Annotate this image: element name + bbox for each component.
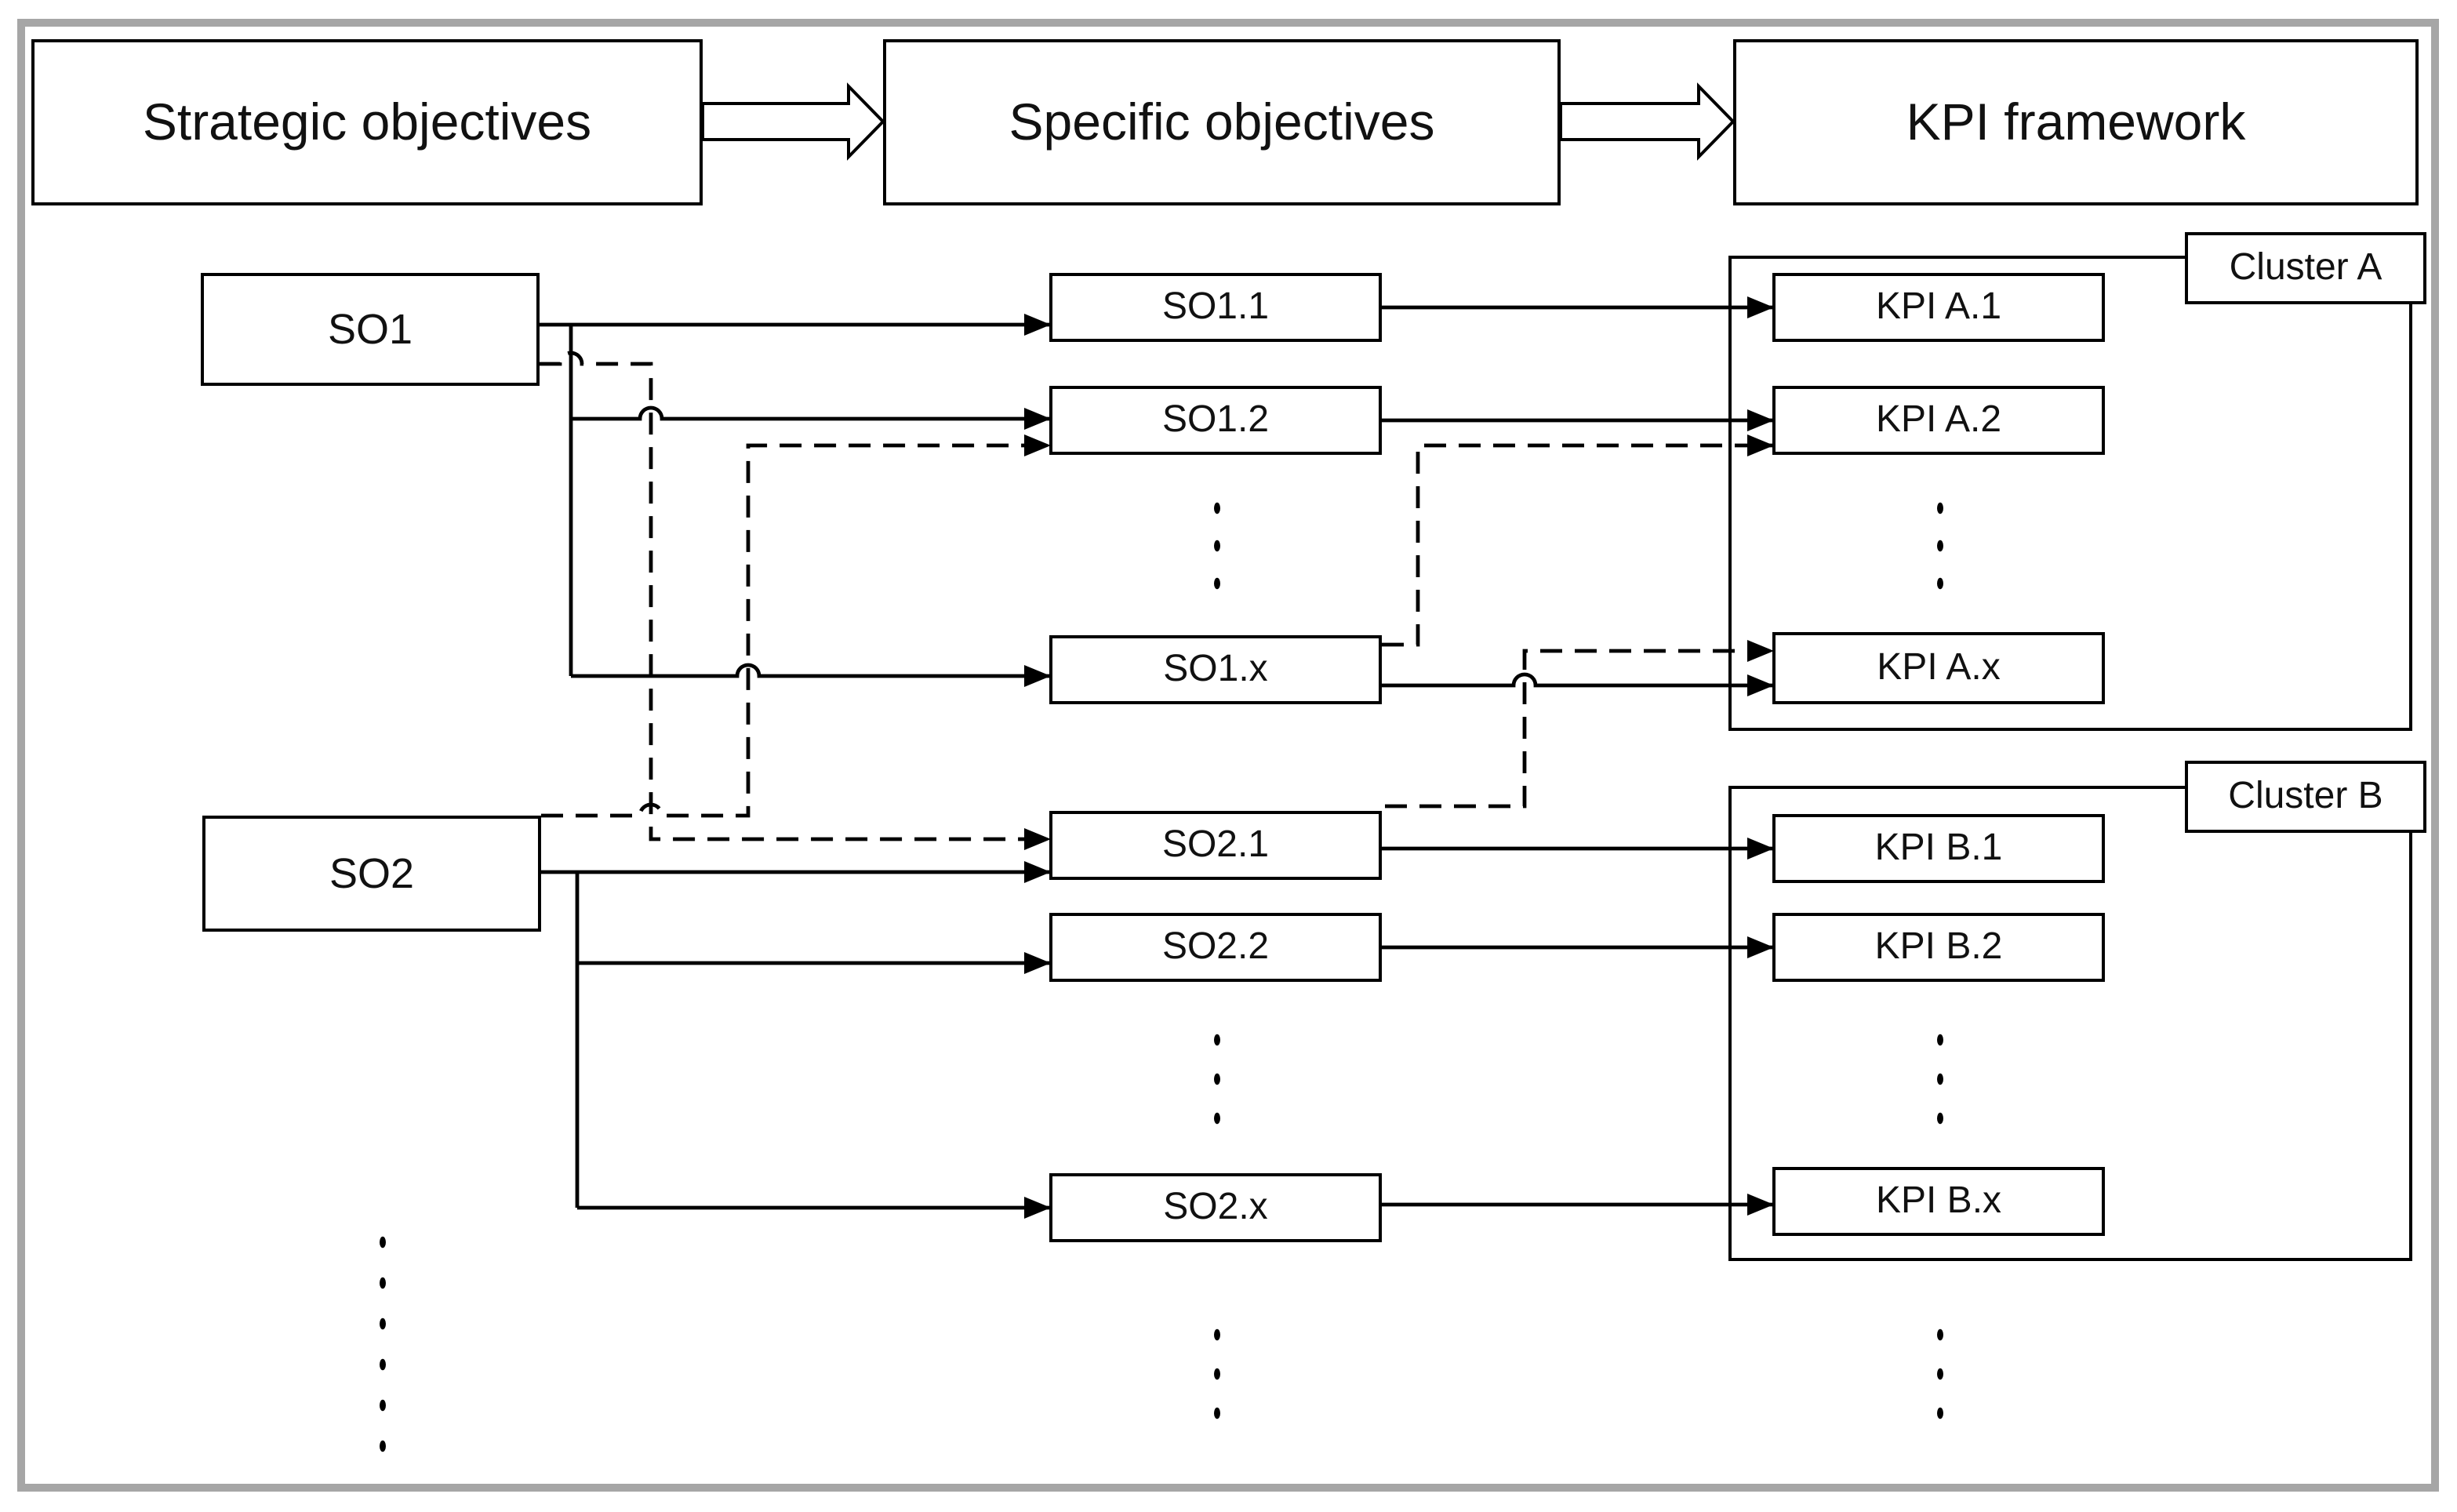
cluster-b-container bbox=[1728, 786, 2412, 1261]
node-so2-2: SO2.2 bbox=[1049, 913, 1382, 982]
edge-dashed-so1-so2-1 bbox=[540, 351, 1051, 850]
ellipsis-specific-column bbox=[1214, 502, 1220, 1419]
node-kpi-a2: KPI A.2 bbox=[1772, 386, 2105, 455]
ellipsis-strategic-column bbox=[380, 1236, 386, 1452]
node-so1-x: SO1.x bbox=[1049, 635, 1382, 704]
edge-dashed-so1-x-kpia2 bbox=[1382, 434, 1774, 647]
node-so1-2: SO1.2 bbox=[1049, 386, 1382, 455]
block-arrow-2 bbox=[1559, 82, 1736, 161]
node-so1-x-label: SO1.x bbox=[1163, 648, 1268, 691]
node-so1-1-label: SO1.1 bbox=[1161, 285, 1270, 329]
node-so2-2-label: SO2.2 bbox=[1161, 925, 1270, 969]
edge-so1-so1-x bbox=[571, 663, 1051, 687]
node-kpi-b2: KPI B.2 bbox=[1772, 913, 2105, 982]
node-so2-label: SO2 bbox=[329, 849, 415, 897]
cluster-b-label: Cluster B bbox=[2228, 775, 2383, 817]
header-kpi-framework: KPI framework bbox=[1733, 39, 2419, 205]
node-kpi-b1-label: KPI B.1 bbox=[1874, 827, 2003, 870]
node-so2-x: SO2.x bbox=[1049, 1173, 1382, 1242]
cluster-a-label: Cluster A bbox=[2229, 246, 2382, 289]
edge-dashed-so2-so1-2 bbox=[541, 434, 1051, 818]
ellipsis-kpi-column bbox=[1937, 502, 1943, 1419]
header-strategic-objectives: Strategic objectives bbox=[31, 39, 703, 205]
node-so1: SO1 bbox=[201, 273, 540, 386]
node-kpi-ax: KPI A.x bbox=[1772, 632, 2105, 704]
header-kpi-framework-label: KPI framework bbox=[1906, 92, 2246, 151]
edge-so1-x-kpiax bbox=[1382, 672, 1774, 696]
node-kpi-bx: KPI B.x bbox=[1772, 1167, 2105, 1236]
node-kpi-ax-label: KPI A.x bbox=[1877, 646, 2001, 689]
node-so1-2-label: SO1.2 bbox=[1161, 398, 1270, 442]
node-so1-1: SO1.1 bbox=[1049, 273, 1382, 342]
node-so2-1: SO2.1 bbox=[1049, 811, 1382, 880]
node-kpi-b1: KPI B.1 bbox=[1772, 814, 2105, 883]
node-kpi-a1-label: KPI A.1 bbox=[1875, 285, 2002, 329]
node-kpi-a1: KPI A.1 bbox=[1772, 273, 2105, 342]
cluster-a-label-box: Cluster A bbox=[2185, 232, 2426, 304]
node-so1-label: SO1 bbox=[327, 305, 413, 353]
outer-frame bbox=[17, 19, 2439, 1492]
cluster-a-container bbox=[1728, 256, 2412, 731]
node-kpi-bx-label: KPI B.x bbox=[1875, 1179, 2002, 1223]
node-so2-1-label: SO2.1 bbox=[1161, 823, 1270, 867]
edge-so1-so1-2 bbox=[571, 405, 1051, 430]
block-arrow-1 bbox=[701, 82, 885, 161]
edge-dashed-so2-1-kpiax bbox=[1385, 640, 1774, 809]
node-kpi-a2-label: KPI A.2 bbox=[1875, 398, 2002, 442]
cluster-b-label-box: Cluster B bbox=[2185, 761, 2426, 833]
node-so2: SO2 bbox=[202, 816, 541, 932]
header-strategic-objectives-label: Strategic objectives bbox=[142, 92, 592, 151]
header-specific-objectives: Specific objectives bbox=[883, 39, 1561, 205]
node-so2-x-label: SO2.x bbox=[1163, 1186, 1268, 1229]
node-kpi-b2-label: KPI B.2 bbox=[1874, 925, 2003, 969]
header-specific-objectives-label: Specific objectives bbox=[1009, 92, 1435, 151]
